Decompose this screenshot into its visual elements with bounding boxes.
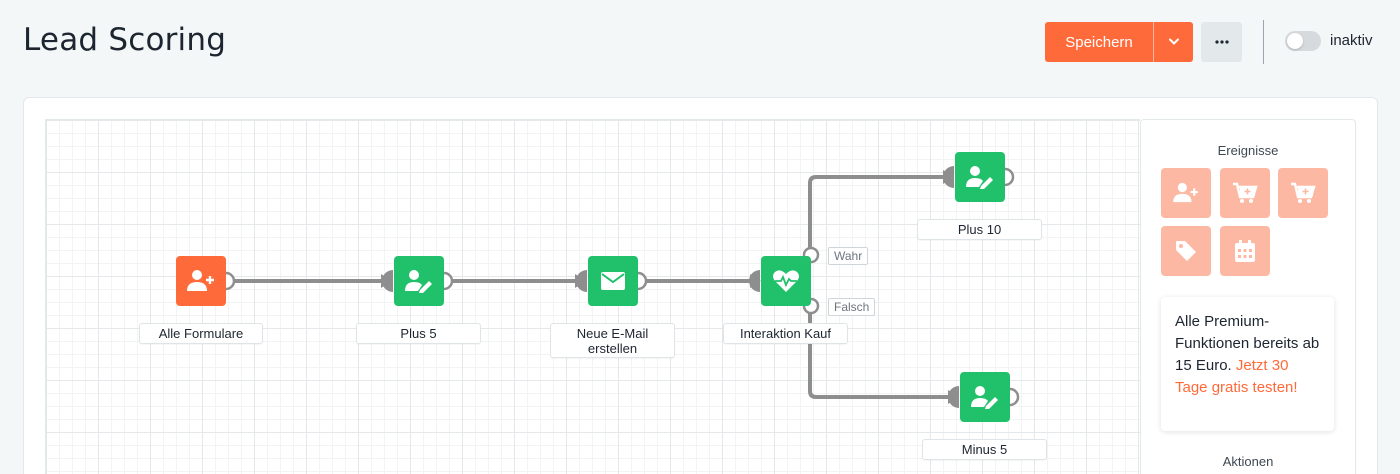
chevron-down-icon <box>1168 38 1179 45</box>
promo-trial-link[interactable]: Jetzt 30 Tage gratis testen! <box>1175 357 1298 396</box>
user-plus-icon <box>187 270 214 291</box>
more-options-button[interactable] <box>1201 22 1242 62</box>
output-port <box>1004 167 1015 187</box>
premium-promo: Alle Premium-Funktionen bereits ab 15 Eu… <box>1161 297 1334 431</box>
branch-label-false: Falsch <box>828 298 876 316</box>
node-label: Neue E-Mail erstellen <box>550 323 675 358</box>
user-edit-icon <box>405 270 432 293</box>
connector-line <box>808 306 952 399</box>
status-label: inaktiv <box>1330 32 1373 49</box>
events-title: Ereignisse <box>1217 143 1279 158</box>
node-label: Interaktion Kauf <box>723 323 848 344</box>
tag-icon <box>1176 241 1196 261</box>
node-minus-5[interactable] <box>960 372 1010 422</box>
node-interaktion-kauf[interactable] <box>761 256 811 306</box>
event-new-contact[interactable] <box>1161 168 1211 218</box>
input-port <box>382 270 393 292</box>
node-label: Plus 10 <box>917 219 1042 240</box>
input-port <box>943 166 954 188</box>
user-edit-icon <box>971 386 998 409</box>
save-dropdown-button[interactable] <box>1153 22 1193 62</box>
user-plus-icon <box>1173 182 1198 203</box>
envelope-icon <box>601 272 625 290</box>
promo-text: Alle Premium-Funktionen bereits ab 15 Eu… <box>1175 313 1320 374</box>
cart-plus-icon <box>1233 182 1258 203</box>
input-port <box>948 386 959 408</box>
event-cart-add[interactable] <box>1220 168 1270 218</box>
save-button-group: Speichern <box>1045 22 1193 62</box>
heartbeat-icon <box>773 270 799 292</box>
event-tag[interactable] <box>1161 226 1211 276</box>
calendar-icon <box>1235 240 1255 262</box>
input-port <box>576 270 587 292</box>
header-divider <box>1263 20 1264 64</box>
connector-line <box>808 175 947 255</box>
toggle-knob <box>1287 33 1303 49</box>
flow-canvas[interactable] <box>45 119 1140 474</box>
user-edit-icon <box>966 166 993 189</box>
event-cart-remove[interactable] <box>1278 168 1328 218</box>
more-dots-icon <box>1214 40 1229 44</box>
actions-title: Aktionen <box>1222 454 1274 469</box>
node-label: Alle Formulare <box>139 323 263 344</box>
branch-label-true: Wahr <box>828 247 869 265</box>
save-button[interactable]: Speichern <box>1045 22 1153 62</box>
input-port <box>749 270 760 292</box>
output-port <box>443 271 454 291</box>
node-plus-5[interactable] <box>394 256 444 306</box>
output-port <box>637 271 648 291</box>
node-neue-email[interactable] <box>588 256 638 306</box>
active-toggle[interactable] <box>1285 31 1321 51</box>
page-title: Lead Scoring <box>23 22 227 58</box>
node-alle-formulare[interactable] <box>176 256 226 306</box>
event-date[interactable] <box>1220 226 1270 276</box>
node-label: Plus 5 <box>356 323 481 344</box>
cart-minus-icon <box>1291 182 1316 203</box>
node-label: Minus 5 <box>922 439 1047 460</box>
output-port <box>225 271 236 291</box>
node-plus-10[interactable] <box>955 152 1005 202</box>
output-port <box>1009 387 1020 407</box>
